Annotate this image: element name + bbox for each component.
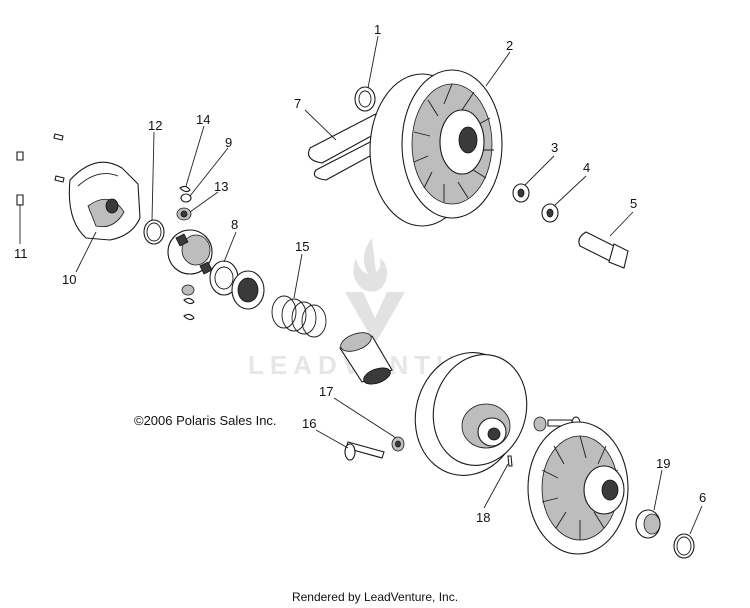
part-5-bolt — [578, 231, 629, 269]
part-17-roller — [391, 436, 405, 452]
callout-6: 6 — [699, 490, 706, 505]
part-13-roller — [176, 207, 192, 221]
callout-10: 10 — [62, 272, 76, 287]
callout-5: 5 — [630, 196, 637, 211]
callout-16: 16 — [302, 416, 316, 431]
part-19-bearing — [635, 509, 661, 539]
callout-17: 17 — [319, 384, 333, 399]
callout-19: 19 — [656, 456, 670, 471]
callout-13: 13 — [214, 179, 228, 194]
lower-fixed-sheave — [527, 421, 629, 555]
part-15-spring — [271, 295, 327, 338]
part-3-washer — [512, 183, 530, 203]
part-8-washers — [209, 260, 265, 310]
callout-7: 7 — [294, 96, 301, 111]
shaft-sleeve — [339, 332, 393, 385]
part-2-driven-sheave — [369, 69, 503, 227]
part-16-pin — [344, 441, 385, 461]
callout-numbers: 1 2 3 4 5 6 7 8 9 10 11 12 13 14 15 16 1… — [14, 22, 706, 525]
rendered-by-footer: Rendered by LeadVenture, Inc. — [291, 590, 459, 604]
callout-8: 8 — [231, 217, 238, 232]
callout-4: 4 — [583, 160, 590, 175]
callout-9: 9 — [225, 135, 232, 150]
callout-2: 2 — [506, 38, 513, 53]
callout-3: 3 — [551, 140, 558, 155]
leader-lines — [19, 35, 703, 535]
part-11-screws — [16, 133, 65, 206]
copyright-notice: ©2006 Polaris Sales Inc. — [134, 413, 277, 428]
watermark-logo — [345, 238, 405, 344]
part-10-cover — [68, 161, 141, 241]
spider-hub-assembly — [167, 229, 213, 321]
callout-15: 15 — [295, 239, 309, 254]
callout-1: 1 — [374, 22, 381, 37]
callout-14: 14 — [196, 112, 210, 127]
part-14-clip — [179, 185, 191, 193]
part-1-ring — [354, 86, 376, 112]
callout-12: 12 — [148, 118, 162, 133]
part-9-bearing — [180, 193, 192, 203]
callout-11: 11 — [14, 246, 28, 261]
lower-sheave-disc — [414, 352, 528, 476]
part-18-pin — [507, 455, 513, 467]
part-4-washer — [541, 203, 559, 223]
callout-18: 18 — [476, 510, 490, 525]
